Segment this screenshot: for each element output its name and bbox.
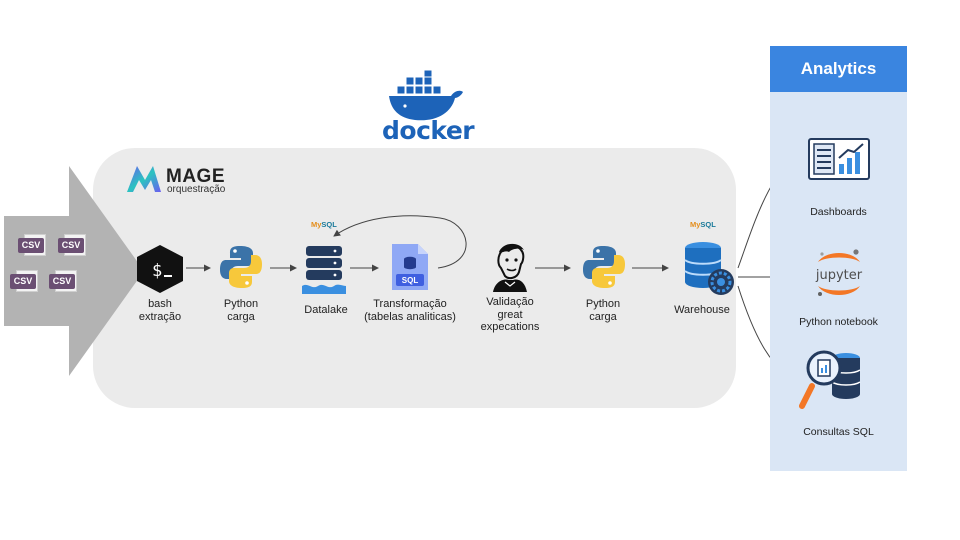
warehouse-database-icon bbox=[684, 242, 734, 295]
python-icon bbox=[583, 246, 625, 288]
svg-text:$: $ bbox=[152, 261, 162, 281]
datalake-label: Datalake bbox=[304, 304, 348, 316]
dashboard-icon bbox=[808, 138, 870, 180]
sql-icon-text: SQL bbox=[402, 276, 419, 285]
csv-file-icon: CSV bbox=[18, 234, 48, 256]
great-expectations-icon bbox=[493, 243, 527, 292]
sql-queries-label: Consultas SQL bbox=[803, 426, 874, 438]
dashboards-label: Dashboards bbox=[810, 206, 867, 218]
jupyter-logo-text: jupyter bbox=[815, 268, 863, 283]
csv-file-icon: CSV bbox=[10, 270, 40, 292]
csv-file-icon: CSV bbox=[58, 234, 88, 256]
analytics-panel bbox=[770, 46, 907, 471]
warehouse-label: Warehouse bbox=[674, 304, 730, 316]
datalake-database-icon bbox=[302, 246, 346, 294]
docker-whale-icon bbox=[389, 70, 463, 121]
jupyter-logo-icon: jupyter bbox=[815, 249, 863, 296]
python-notebook-label: Python notebook bbox=[799, 316, 878, 328]
transformation-label: Transformação(tabelas analiticas) bbox=[364, 298, 456, 323]
mysql-badge: MySQL bbox=[311, 220, 337, 229]
python-icon bbox=[220, 246, 262, 288]
bash-terminal-icon: $ bbox=[137, 245, 183, 293]
sql-file-icon: SQL bbox=[392, 244, 428, 290]
analytics-title: Analytics bbox=[770, 46, 907, 92]
mysql-badge: MySQL bbox=[690, 220, 716, 229]
mage-title: MAGE bbox=[166, 166, 225, 187]
mage-subtitle: orquestração bbox=[167, 184, 226, 195]
csv-file-icon: CSV bbox=[49, 270, 79, 292]
mage-logo-icon bbox=[127, 166, 161, 192]
docker-wordmark: docker bbox=[382, 116, 475, 145]
sql-query-icon bbox=[799, 350, 861, 409]
